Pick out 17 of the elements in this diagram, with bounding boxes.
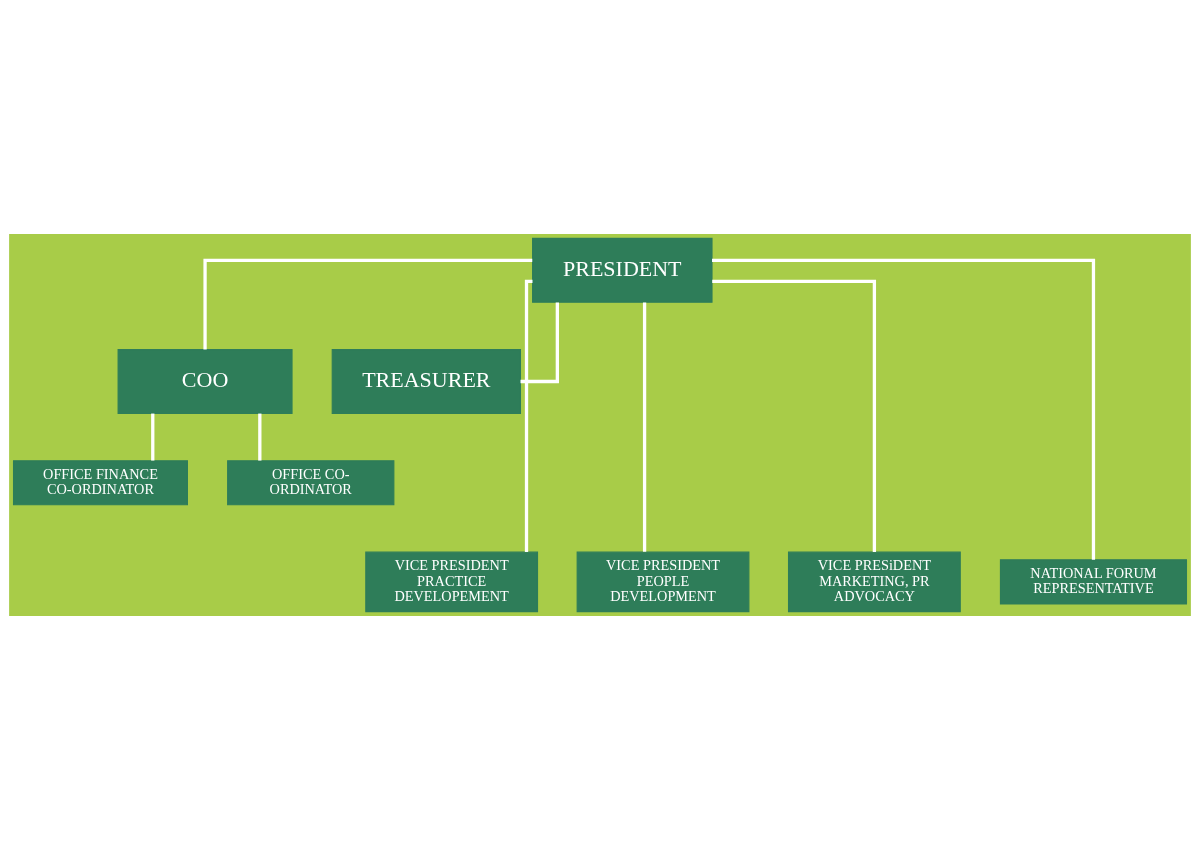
node-box: VICE PRESIDENT PEOPLE DEVELOPMENT (576, 551, 750, 613)
connector (712, 279, 877, 552)
node-box: COO (117, 349, 293, 414)
connector (520, 302, 559, 384)
node-box: NATIONAL FORUM REPRESENTATIVE (999, 559, 1188, 605)
connector (712, 258, 1096, 560)
connector (258, 413, 262, 461)
node-box: PRESIDENT (532, 237, 713, 303)
node-box: TREASURER (331, 349, 521, 414)
connector (203, 258, 533, 350)
connector (524, 279, 533, 552)
connector (642, 302, 647, 552)
node-box: OFFICE FINANCE CO-ORDINATOR (12, 460, 188, 506)
node-box: VICE PRESIDENT PRACTICE DEVELOPEMENT (365, 551, 539, 613)
connector (151, 413, 155, 461)
node-box: OFFICE CO-ORDINATOR (227, 460, 395, 506)
node-box: VICE PRESiDENT MARKETING, PR ADVOCACY (787, 551, 961, 613)
